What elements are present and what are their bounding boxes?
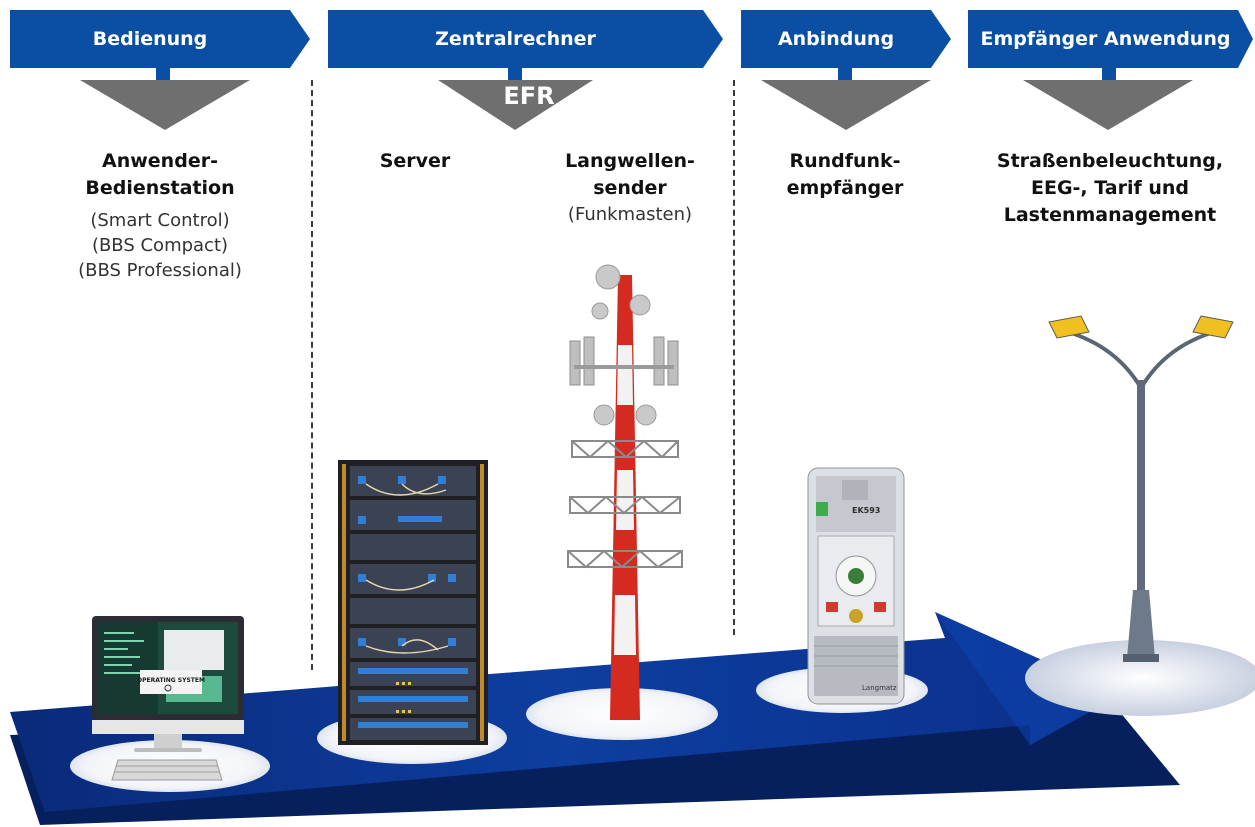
header-empfaenger-anwendung: Empfänger Anwendung bbox=[968, 10, 1253, 130]
receiver-brand-label: Langmatz bbox=[862, 684, 897, 692]
divider-right bbox=[733, 80, 735, 635]
header-bedienung-label: Bedienung bbox=[92, 28, 208, 50]
anwendung-line2: EEG-, Tarif und bbox=[1030, 177, 1190, 199]
radio-tower-icon bbox=[567, 264, 683, 720]
bedienstation-sub3: (BBS Professional) bbox=[78, 260, 242, 281]
anwendung-line3: Lastenmanagement bbox=[1003, 204, 1217, 226]
header-anbindung-label: Anbindung bbox=[777, 28, 895, 50]
header-bedienung: Bedienung bbox=[10, 10, 310, 130]
sender-title-line2: sender bbox=[593, 177, 667, 199]
sender-text: Langwellen- sender (Funkmasten) bbox=[545, 148, 715, 227]
divider-left bbox=[311, 80, 313, 670]
computer-icon: OPERATING SYSTEM bbox=[92, 616, 244, 781]
header-zentralrechner: Zentralrechner bbox=[328, 10, 723, 130]
sender-title-line1: Langwellen- bbox=[565, 150, 695, 172]
header-anbindung: Anbindung bbox=[741, 10, 951, 130]
empfaenger-title-line2: empfänger bbox=[786, 177, 904, 199]
server-text: Server bbox=[360, 148, 470, 175]
bedienstation-title-line1: Anwender- bbox=[102, 150, 218, 172]
street-lamp-icon bbox=[1048, 315, 1234, 662]
header-zentralrechner-label: Zentralrechner bbox=[435, 28, 596, 50]
bedienstation-sub1: (Smart Control) bbox=[90, 210, 230, 231]
bedienstation-sub2: (BBS Compact) bbox=[91, 235, 229, 256]
anwendung-line1: Straßenbeleuchtung, bbox=[996, 150, 1224, 172]
server-rack-icon bbox=[338, 460, 488, 745]
receiver-model-label: EK593 bbox=[852, 506, 880, 515]
anwendung-text: Straßenbeleuchtung, EEG-, Tarif und Last… bbox=[975, 148, 1245, 229]
empfaenger-title-line1: Rundfunk- bbox=[789, 150, 901, 172]
radio-receiver-icon: EK593 Langmatz bbox=[807, 467, 905, 705]
empfaenger-text: Rundfunk- empfänger bbox=[760, 148, 930, 202]
efr-label: EFR bbox=[503, 82, 555, 110]
sender-sub: (Funkmasten) bbox=[567, 204, 693, 225]
monitor-screen-text: OPERATING SYSTEM bbox=[137, 677, 205, 684]
bedienstation-title-line2: Bedienstation bbox=[85, 177, 235, 199]
header-empfaenger-anwendung-label: Empfänger Anwendung bbox=[980, 28, 1231, 50]
server-title: Server bbox=[379, 150, 451, 172]
bedienstation-text: Anwender- Bedienstation (Smart Control) … bbox=[55, 148, 265, 283]
